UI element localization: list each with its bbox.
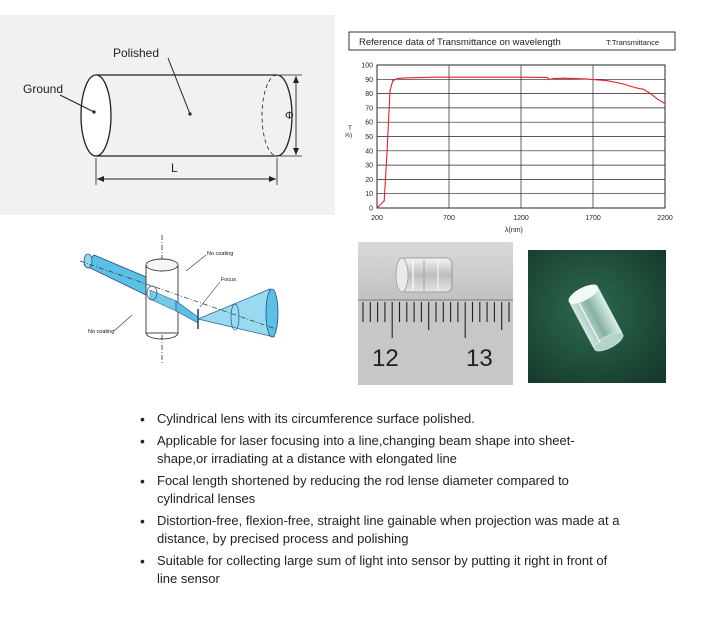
feature-list: Cylindrical lens with its circumference …: [140, 410, 620, 592]
rod-lens-green-photo: [528, 250, 666, 383]
y-tick-label: 20: [365, 177, 373, 184]
list-item: Applicable for laser focusing into a lin…: [140, 432, 620, 468]
x-tick-label: 200: [371, 215, 383, 222]
ground-label: Ground: [23, 82, 63, 96]
x-tick-label: 1200: [513, 215, 529, 222]
data-point: [657, 98, 659, 100]
diameter-label: Φ: [285, 110, 294, 122]
data-point: [386, 150, 388, 152]
data-point: [552, 77, 554, 80]
data-point: [392, 80, 394, 82]
x-axis-label: λ(nm): [505, 227, 523, 234]
ruler-number-12: 12: [372, 345, 399, 372]
data-point: [396, 77, 398, 80]
list-item: Distortion-free, flexion-free, straight …: [140, 512, 620, 548]
chart-title-box: [348, 31, 676, 51]
polished-label: Polished: [113, 46, 159, 60]
y-tick-label: 10: [365, 191, 373, 198]
transmittance-series-line: [376, 76, 666, 209]
list-item: Suitable for collecting large sum of lig…: [140, 552, 620, 588]
plot-frame: [376, 64, 666, 209]
y-tick-label: 0: [369, 206, 373, 213]
rod-lens-ruler-photo: 12 13: [358, 242, 513, 385]
list-item: Focal length shortened by reducing the r…: [140, 472, 620, 508]
data-point: [477, 76, 479, 78]
data-point: [621, 82, 623, 85]
data-point: [383, 200, 385, 202]
transmittance-chart: Reference data of Transmittance on wavel…: [345, 30, 680, 235]
chart-legend: T:Transmittance: [606, 38, 659, 47]
x-tick-label: 1700: [585, 215, 601, 222]
data-point: [664, 103, 666, 105]
data-point: [549, 78, 551, 81]
data-point: [585, 78, 587, 80]
ruler-ticks: [362, 302, 510, 338]
length-label: L: [171, 161, 178, 175]
list-item: Cylindrical lens with its circumference …: [140, 410, 620, 428]
data-point: [520, 76, 522, 78]
no-coating-bottom-label: No coating: [88, 329, 114, 335]
y-tick-label: 70: [365, 105, 373, 112]
y-tick-label: 50: [365, 134, 373, 141]
data-point: [389, 90, 391, 92]
data-point: [606, 80, 608, 82]
data-point: [376, 207, 378, 209]
data-point: [434, 76, 436, 78]
data-point: [642, 88, 644, 90]
y-tick-label: 30: [365, 163, 373, 170]
y-axis-label-t: T: [348, 125, 352, 132]
focus-label: Focus: [221, 277, 236, 283]
rod-lens-image: [395, 257, 453, 293]
ruler-number-13: 13: [466, 345, 493, 372]
no-coating-top-label: No coating: [207, 251, 233, 257]
rod-lens-dimension-diagram: Polished Ground L Φ: [0, 15, 335, 215]
chart-title: Reference data of Transmittance on wavel…: [359, 37, 561, 48]
data-point: [635, 87, 637, 89]
y-tick-label: 90: [365, 77, 373, 84]
y-tick-label: 80: [365, 91, 373, 98]
y-tick-label: 60: [365, 120, 373, 127]
x-tick-label: 2200: [657, 215, 673, 222]
laser-beam-diagram: No coating Focus No coating: [80, 235, 280, 365]
x-tick-label: 700: [443, 215, 455, 222]
data-point: [405, 77, 407, 79]
y-axis-label-unit: (%): [345, 132, 352, 139]
data-point: [650, 93, 652, 95]
y-tick-label: 100: [361, 63, 373, 70]
data-point: [563, 77, 565, 79]
y-tick-label: 40: [365, 148, 373, 155]
data-point: [546, 76, 548, 79]
glass-rod-image: [568, 284, 624, 352]
